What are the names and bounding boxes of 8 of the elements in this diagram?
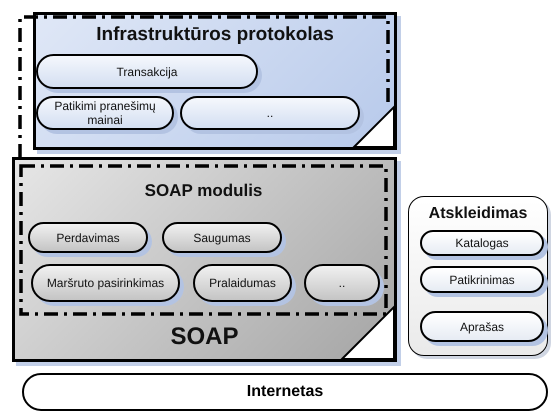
layer-heading: SOAP modulis	[144, 181, 264, 201]
layer-heading: SOAP	[169, 323, 240, 351]
discovery-panel	[408, 196, 548, 356]
layer-label: Internetas	[246, 383, 324, 401]
layer-heading: Atskleidimas	[428, 205, 528, 223]
module-region	[20, 165, 387, 315]
network-base-bar	[22, 373, 548, 411]
layer-heading: Infrastruktūros protokolas	[95, 24, 335, 46]
